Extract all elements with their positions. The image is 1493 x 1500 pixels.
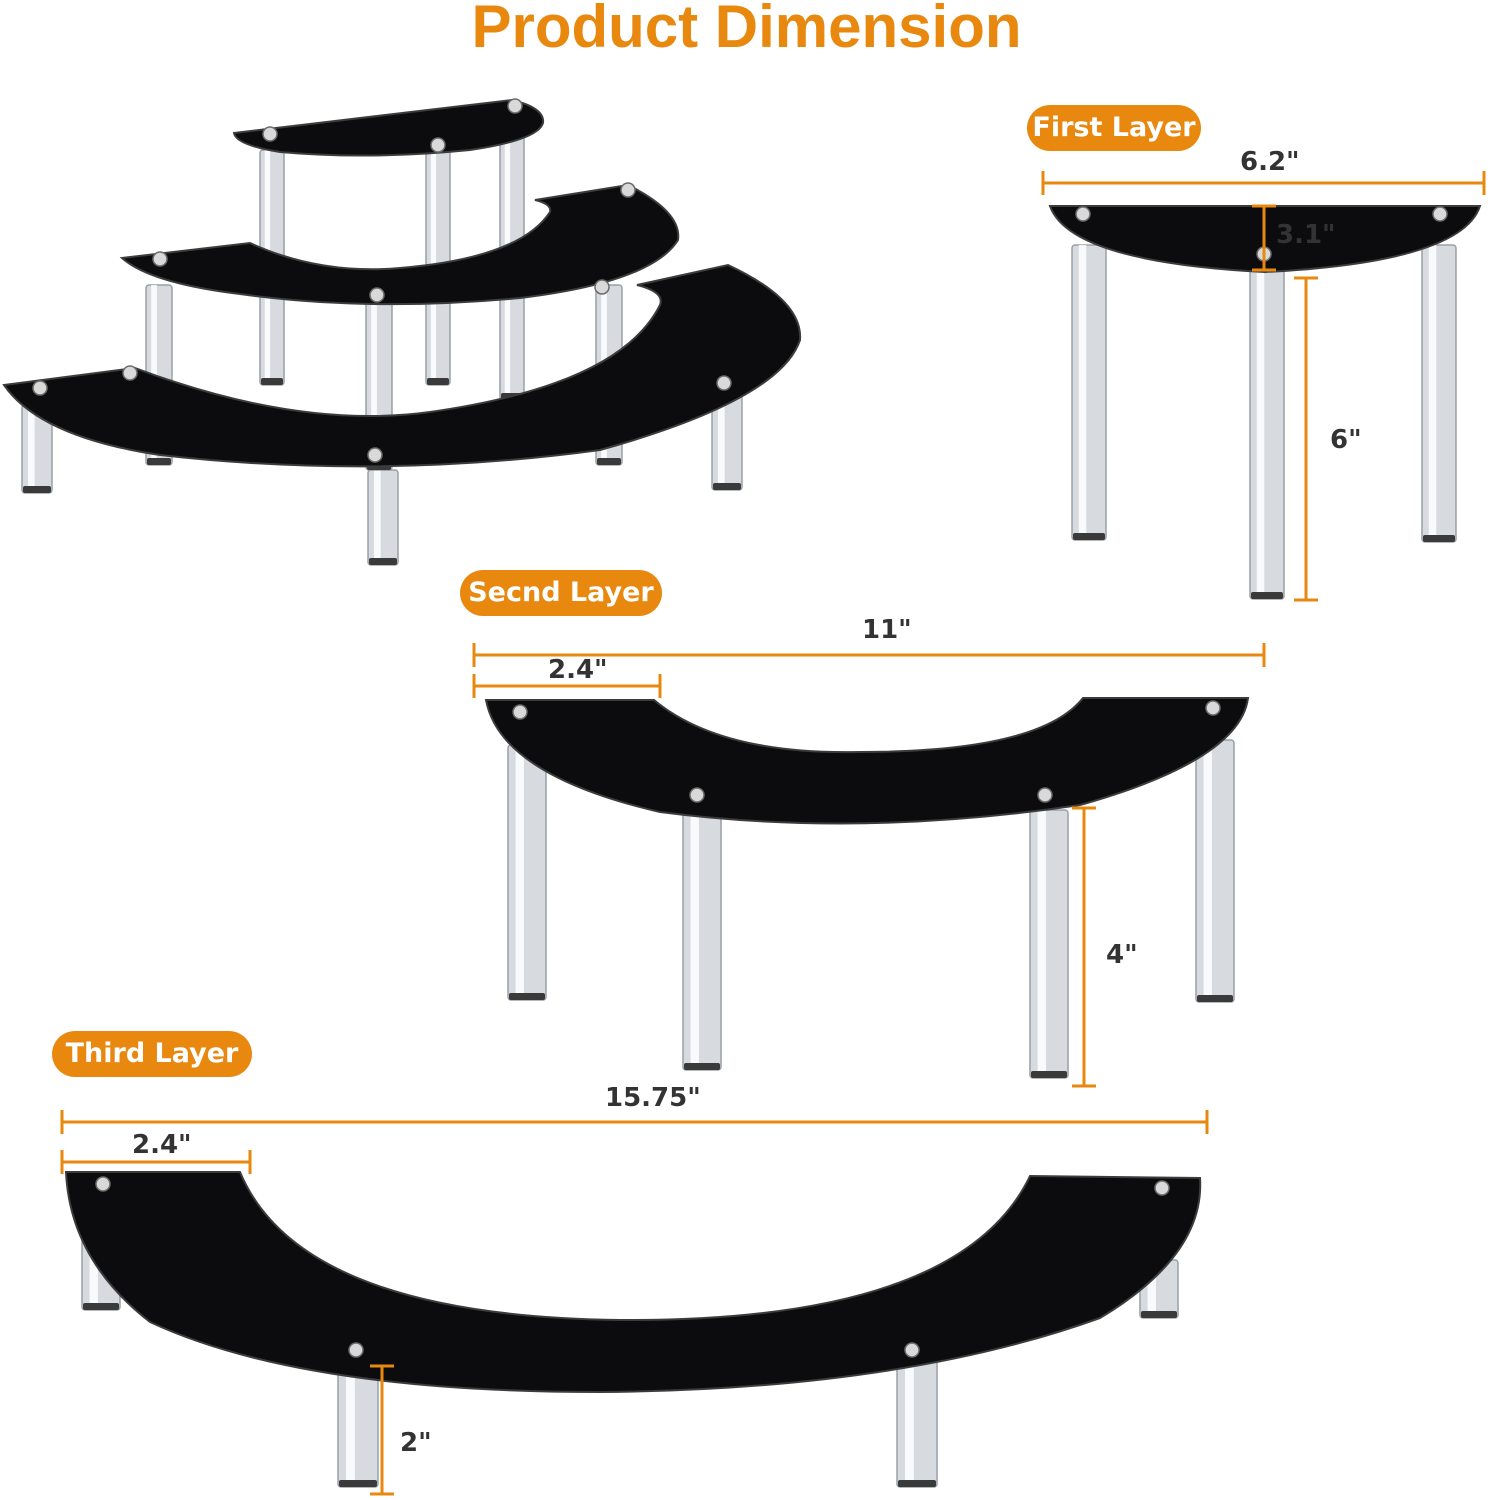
assembled-screw-11 bbox=[594, 279, 610, 295]
third-layer-inner-label: 2.4" bbox=[132, 1130, 192, 1160]
second-layer-leg-mid-left-foot bbox=[684, 1063, 720, 1070]
third-layer-width-label: 15.75" bbox=[605, 1083, 701, 1113]
third-layer-leg-mid-right bbox=[896, 1351, 938, 1488]
assembled-bottom-leg-2 bbox=[367, 469, 399, 566]
assembled-middle-leg-3-highlight bbox=[371, 300, 377, 470]
second-layer-leg-mid-right-highlight bbox=[1037, 810, 1046, 1078]
third-layer-leg-right-highlight bbox=[1147, 1260, 1156, 1318]
assembled-top-leg-1-foot bbox=[261, 378, 283, 385]
second-layer-leg-right-foot bbox=[1197, 995, 1233, 1002]
assembled-bottom-leg-1-highlight bbox=[28, 405, 35, 493]
second-layer-badge: Secnd Layer bbox=[460, 570, 662, 616]
assembled-screw-8 bbox=[152, 251, 168, 267]
assembled-middle-leg-2-foot bbox=[597, 458, 621, 465]
second-layer-leg-mid-right bbox=[1029, 809, 1069, 1079]
assembled-bottom-leg-3-foot bbox=[713, 483, 741, 490]
second-layer-screw-1 bbox=[512, 704, 528, 720]
second-layer-inner-label: 2.4" bbox=[548, 655, 608, 685]
first-layer-leg-front-highlight bbox=[1256, 262, 1265, 599]
assembled-middle-leg-1-foot bbox=[147, 458, 171, 465]
assembled-top-panel bbox=[232, 98, 545, 157]
first-layer-depth-label: 3.1" bbox=[1276, 220, 1336, 250]
third-layer-leg-mid-right-foot bbox=[898, 1480, 936, 1487]
second-layer-width-label: 11" bbox=[862, 615, 912, 645]
page-title: Product Dimension bbox=[471, 0, 1022, 60]
first-layer-leg-right bbox=[1421, 244, 1457, 543]
third-layer-leg-left-foot bbox=[83, 1303, 119, 1310]
assembled-bottom-leg-2-foot bbox=[369, 558, 397, 565]
first-layer-leg-right-foot bbox=[1423, 535, 1455, 542]
assembled-bottom-leg-1-foot bbox=[23, 486, 51, 493]
first-layer-screw-2 bbox=[1432, 206, 1448, 222]
third-layer-screw-3 bbox=[348, 1342, 364, 1358]
third-layer-height-label: 2" bbox=[400, 1428, 432, 1458]
third-layer-screw-1 bbox=[95, 1176, 111, 1192]
second-layer-height-label: 4" bbox=[1106, 940, 1138, 970]
assembled-bottom-leg-2-highlight bbox=[374, 470, 381, 565]
assembled-screw-10 bbox=[620, 182, 636, 198]
third-layer-leg-mid-left-highlight bbox=[346, 1352, 355, 1487]
first-layer-leg-right-highlight bbox=[1428, 245, 1437, 542]
first-layer-leg-left-foot bbox=[1073, 533, 1105, 540]
first-layer-leg-front-foot bbox=[1251, 592, 1283, 599]
second-layer-screw-2 bbox=[1205, 700, 1221, 716]
third-layer-leg-right-foot bbox=[1141, 1311, 1177, 1318]
assembled-screw-9 bbox=[369, 287, 385, 303]
assembled-screw-1 bbox=[32, 380, 48, 396]
third-layer-panel bbox=[64, 1171, 1202, 1394]
first-layer-badge: First Layer bbox=[1027, 105, 1201, 151]
assembled-screw-7 bbox=[507, 98, 523, 114]
first-layer-leg-front bbox=[1249, 261, 1285, 600]
assembled-screw-2 bbox=[122, 365, 138, 381]
third-layer-leg-mid-left-foot bbox=[339, 1480, 377, 1487]
assembled-bottom-leg-3-highlight bbox=[718, 395, 725, 490]
second-layer-screw-4 bbox=[1037, 787, 1053, 803]
second-layer-screw-3 bbox=[689, 787, 705, 803]
first-layer-leg-left bbox=[1071, 244, 1107, 541]
second-layer-leg-right-highlight bbox=[1203, 740, 1212, 1002]
assembled-screw-5 bbox=[262, 126, 278, 142]
assembled-top-leg-3-foot bbox=[427, 378, 449, 385]
assembled-middle-panel bbox=[119, 183, 680, 306]
first-layer-screw-1 bbox=[1075, 206, 1091, 222]
second-layer-leg-mid-left bbox=[682, 809, 722, 1071]
assembled-screw-4 bbox=[716, 375, 732, 391]
second-layer-panel bbox=[484, 697, 1250, 825]
second-layer-leg-mid-right-foot bbox=[1031, 1071, 1067, 1078]
third-layer-screw-4 bbox=[904, 1342, 920, 1358]
second-layer-leg-left bbox=[507, 744, 547, 1001]
first-layer-height-label: 6" bbox=[1330, 425, 1362, 455]
third-layer-screw-2 bbox=[1154, 1180, 1170, 1196]
first-layer-width-label: 6.2" bbox=[1240, 147, 1300, 177]
first-layer-leg-left-highlight bbox=[1078, 245, 1087, 540]
second-layer-leg-right bbox=[1195, 739, 1235, 1003]
second-layer-leg-left-highlight bbox=[515, 745, 524, 1000]
assembled-screw-6 bbox=[430, 137, 446, 153]
third-layer-badge: Third Layer bbox=[52, 1031, 252, 1077]
second-layer-leg-left-foot bbox=[509, 993, 545, 1000]
assembled-bottom-panel bbox=[2, 263, 802, 468]
third-layer-leg-mid-right-highlight bbox=[905, 1352, 914, 1487]
third-layer-leg-left-highlight bbox=[89, 1235, 98, 1310]
assembled-screw-3 bbox=[367, 447, 383, 463]
second-layer-leg-mid-left-highlight bbox=[690, 810, 699, 1070]
